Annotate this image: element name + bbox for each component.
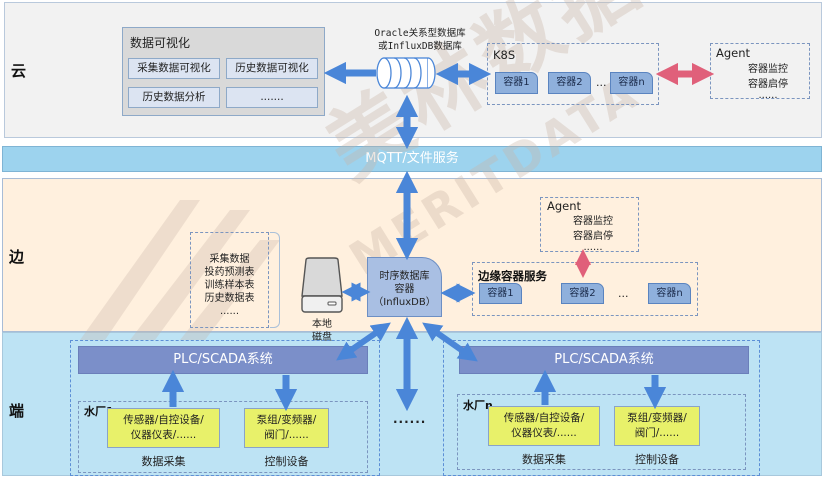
table-item: 历史数据表	[204, 293, 255, 304]
plant-1-outer-box	[70, 340, 380, 476]
edge-tables-box: 采集数据 投药预测表 训练样本表 历史数据表 ......	[190, 232, 269, 328]
database-label-line2: 或InfluxDB数据库	[378, 41, 462, 52]
end-layer-label: 端	[9, 402, 25, 420]
cloud-agent-line: ......	[758, 90, 778, 101]
actuators-line2: 阀门/......	[264, 429, 309, 441]
tables-bracket	[270, 232, 280, 328]
edge-agent-lines: 容器监控 容器启停 ......	[560, 212, 626, 253]
table-item: 采集数据	[209, 254, 250, 265]
visualization-more: .......	[226, 87, 318, 108]
plant-n-name: 水厂n	[463, 399, 493, 412]
timeseries-db-container: 时序数据库 容器 （InfluxDB）	[367, 257, 442, 317]
table-item: ......	[219, 306, 240, 317]
edge-layer-label: 边	[9, 248, 25, 266]
k8s-container-ellipsis: ...	[596, 76, 607, 89]
plant-1-sensors-box: 传感器/自控设备/ 仪器仪表/......	[107, 408, 220, 448]
actuators-line1: 泵组/变频器/	[627, 412, 687, 424]
edge-agent-line: ......	[583, 242, 603, 253]
plant-n-inner-box	[457, 394, 746, 470]
plant-n-actuators-box: 泵组/变频器/ 阀门/......	[614, 406, 700, 446]
cloud-agent-lines: 容器监控 容器启停 ......	[730, 60, 806, 101]
plant-n-sensors-caption: 数据采集	[522, 453, 566, 466]
hard-disk-icon	[301, 257, 343, 313]
k8s-container-2: 容器2	[548, 72, 591, 94]
actuators-line2: 阀门/......	[634, 427, 680, 439]
collected-data-visualization: 采集数据可视化	[128, 58, 220, 79]
local-disk-label-line2: 磁盘	[312, 332, 332, 343]
tsdb-line3: （InfluxDB）	[373, 297, 436, 308]
database-label: Oracle关系型数据库 或InfluxDB数据库	[355, 27, 485, 53]
edge-container-1: 容器1	[479, 283, 522, 304]
k8s-container-1: 容器1	[495, 72, 538, 94]
sensors-line1: 传感器/自控设备/	[123, 414, 204, 426]
plant-1-sensors-caption: 数据采集	[141, 455, 186, 468]
mqtt-file-service-bar: MQTT/文件服务	[2, 146, 822, 172]
cloud-layer-label: 云	[11, 62, 27, 80]
plant-1-actuators-caption: 控制设备	[264, 455, 309, 468]
table-item: 投药预测表	[204, 267, 255, 278]
actuators-line1: 泵组/变频器/	[256, 414, 317, 426]
tsdb-line1: 时序数据库	[379, 271, 430, 282]
edge-agent-line: 容器监控	[573, 216, 613, 227]
sensors-line2: 仪器仪表/......	[511, 427, 577, 439]
cloud-agent-line: 容器启停	[748, 79, 788, 90]
data-visualization-title: 数据可视化	[130, 36, 191, 50]
plant-n-outer-box	[443, 340, 760, 476]
plant-n-plc-scada: PLC/SCADA系统	[459, 346, 749, 374]
plant-1-name: 水厂1	[84, 405, 114, 418]
edge-agent-line: 容器启停	[573, 231, 613, 242]
plant-1-inner-box	[78, 401, 368, 473]
history-data-analysis: 历史数据分析	[128, 87, 220, 108]
edge-container-service-title: 边缘容器服务	[478, 269, 547, 283]
plant-n-sensors-box: 传感器/自控设备/ 仪器仪表/......	[488, 406, 600, 446]
cloud-agent-title: Agent	[716, 46, 751, 60]
sensors-line1: 传感器/自控设备/	[503, 412, 585, 424]
table-item: 训练样本表	[204, 280, 255, 291]
edge-container-ellipsis: ...	[618, 287, 629, 300]
database-label-line1: Oracle关系型数据库	[374, 28, 466, 39]
k8s-container-n: 容器n	[610, 72, 653, 94]
database-cylinder-icon	[376, 57, 436, 89]
edge-agent-title: Agent	[547, 199, 582, 213]
sensors-line2: 仪器仪表/......	[130, 429, 197, 441]
edge-container-2: 容器2	[561, 283, 604, 304]
k8s-title: K8S	[493, 48, 516, 62]
plant-1-actuators-box: 泵组/变频器/ 阀门/......	[244, 408, 329, 448]
plants-ellipsis: ......	[393, 412, 427, 426]
arrow-tsdb-plant1	[336, 322, 391, 361]
local-disk-label: 本地 磁盘	[304, 318, 340, 344]
plant-n-actuators-caption: 控制设备	[635, 453, 679, 466]
local-disk-label-line1: 本地	[312, 319, 332, 330]
arrow-tsdb-plantn	[422, 322, 478, 362]
history-data-visualization: 历史数据可视化	[226, 58, 318, 79]
edge-container-n: 容器n	[648, 283, 691, 304]
cloud-agent-line: 容器监控	[748, 64, 788, 75]
tsdb-line2: 容器	[394, 284, 415, 295]
